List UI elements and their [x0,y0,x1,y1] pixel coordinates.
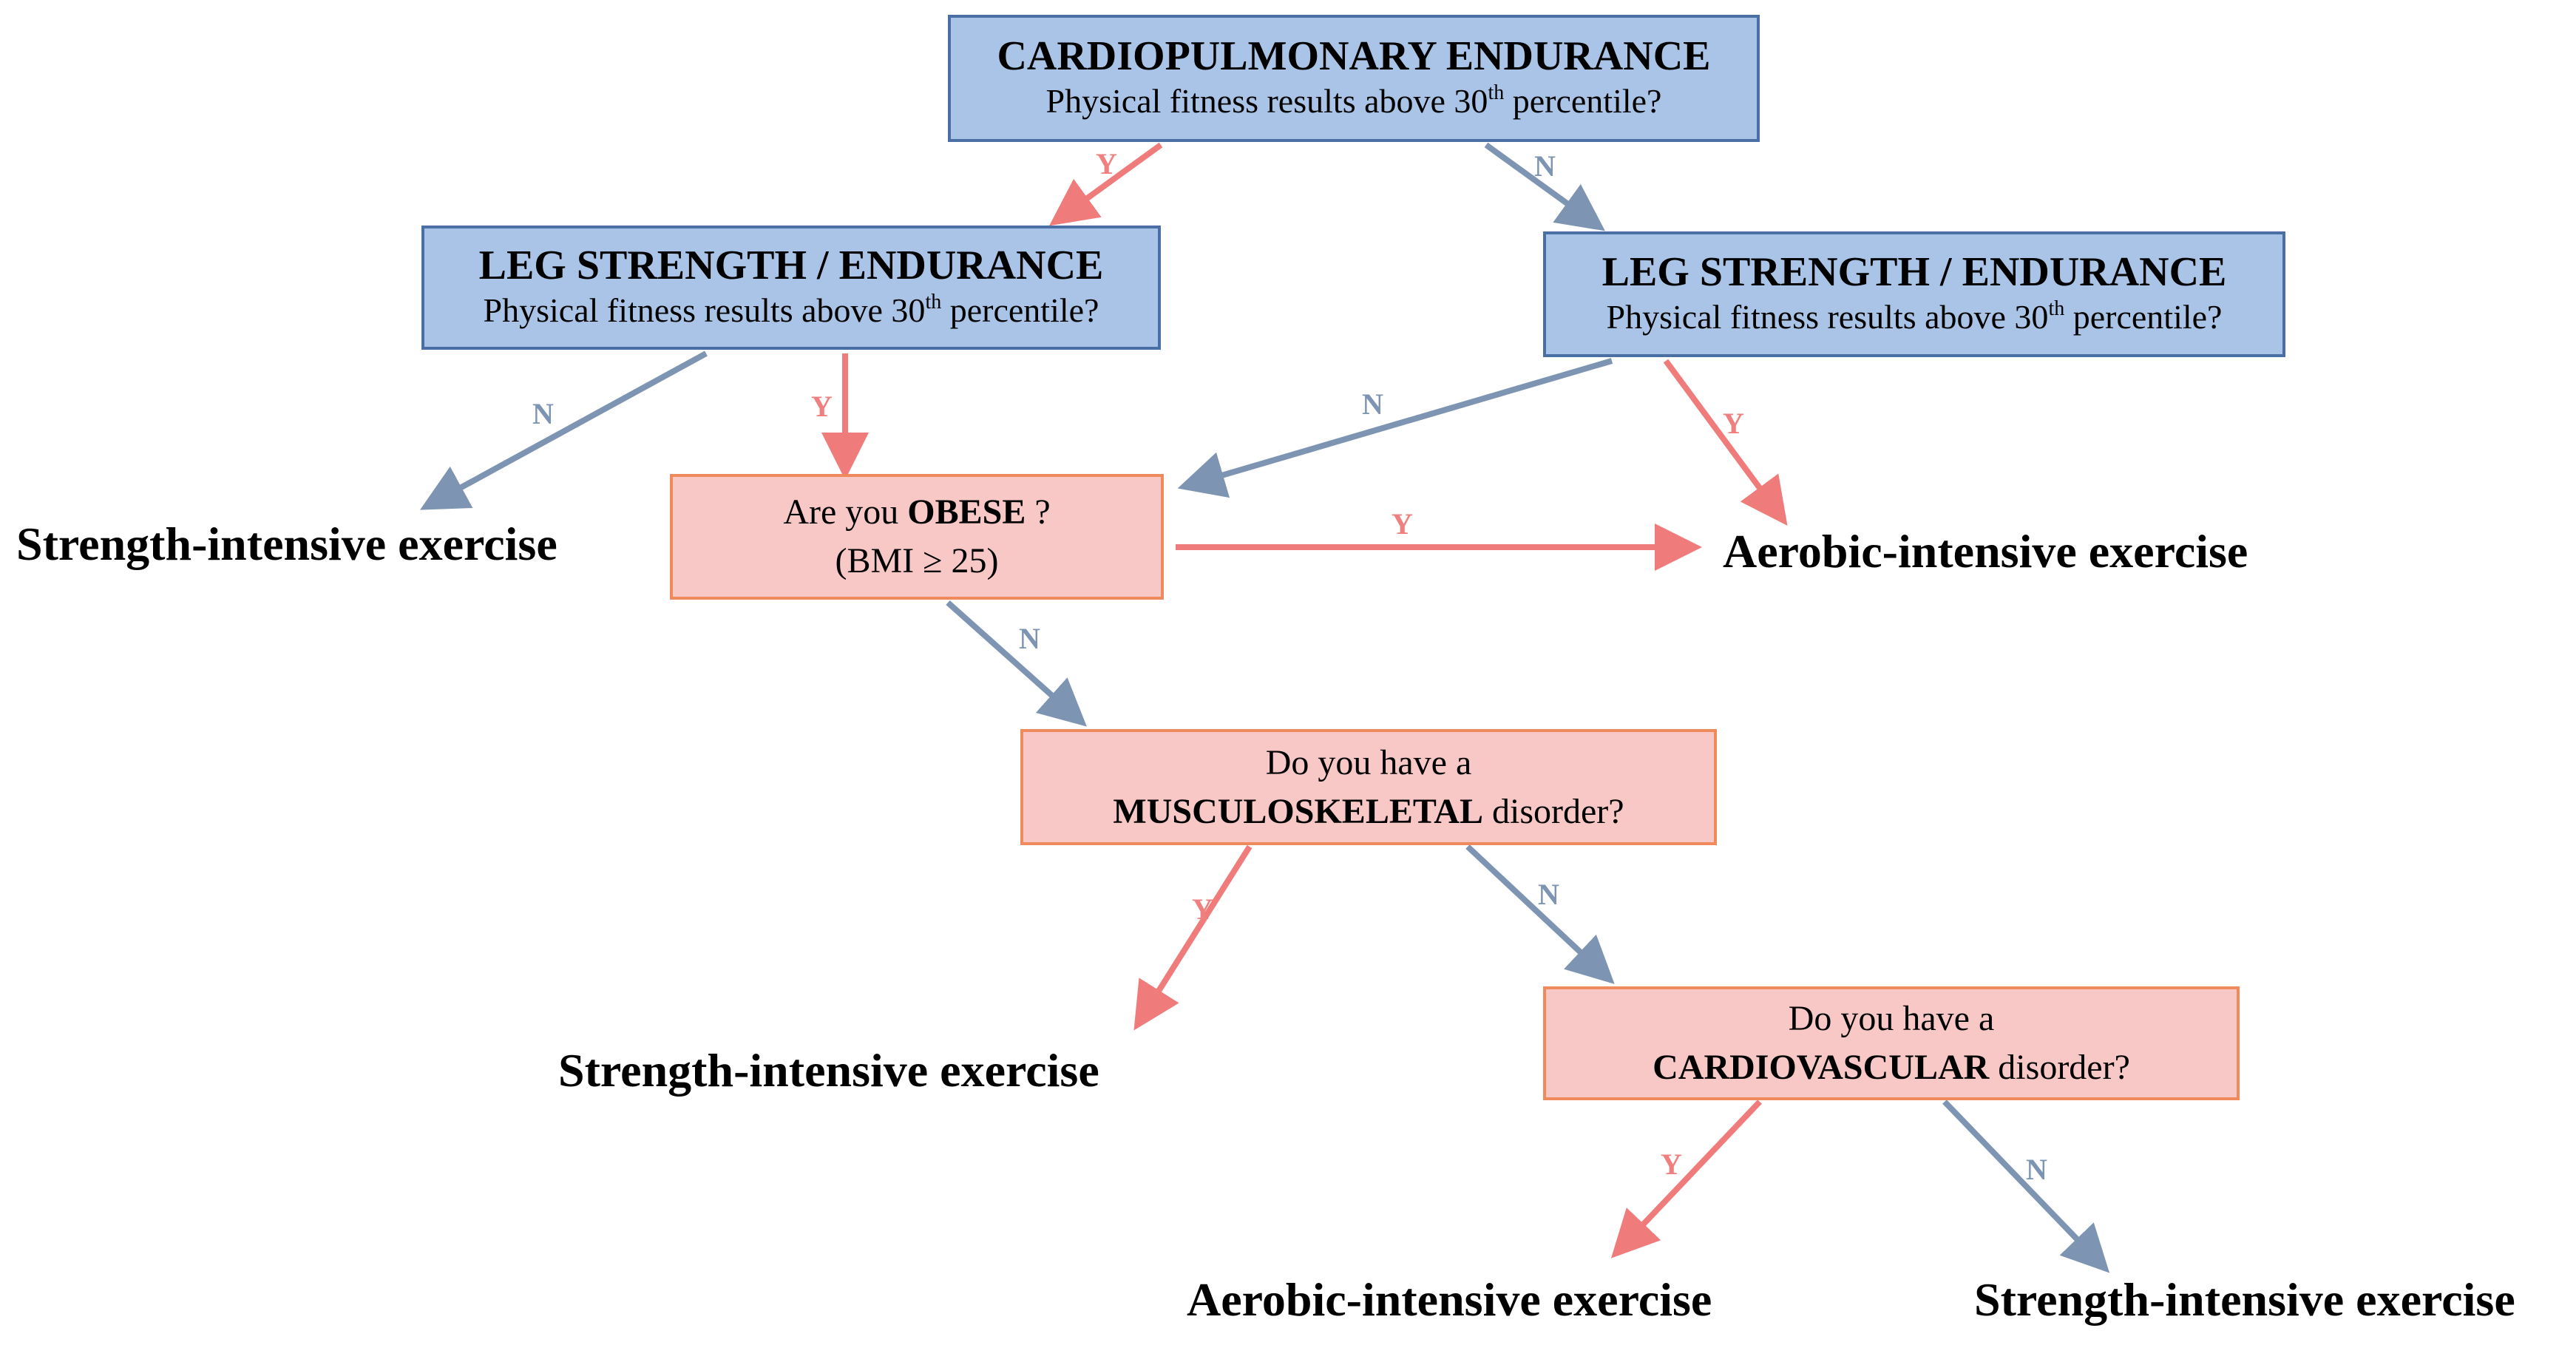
edge-label-no: N [1538,878,1559,911]
node-question-line1: Do you have a [1265,742,1472,782]
node-musculoskeletal-question: Do you have a MUSCULOSKELETAL disorder? [1020,729,1717,845]
outcome-aerobic-intensive: Aerobic-intensive exercise [1187,1273,1712,1326]
node-question: Physical fitness results above 30th perc… [483,291,1099,329]
node-title: LEG STRENGTH / ENDURANCE [1601,249,2227,295]
edge-label-no: N [532,397,554,430]
node-question: Physical fitness results above 30th perc… [1606,297,2223,336]
edge-musculo-yes [1133,844,1253,1031]
edge-label-no: N [1019,622,1040,655]
node-question-line2: MUSCULOSKELETAL disorder? [1113,791,1624,831]
edge-label-no: N [2026,1153,2047,1186]
edge-cardiovascular-yes [1610,1100,1762,1258]
outcome-strength-intensive: Strength-intensive exercise [1974,1273,2515,1326]
node-title: CARDIOPULMONARY ENDURANCE [997,33,1711,79]
edge-label-yes: Y [1661,1148,1682,1181]
edge-label-no: N [1362,387,1383,421]
edge-legright-no [1177,358,1613,498]
node-question-line2: CARDIOVASCULAR disorder? [1653,1048,2130,1087]
node-question: Physical fitness results above 30th perc… [1045,81,1662,120]
outcome-aerobic-intensive: Aerobic-intensive exercise [1723,525,2248,577]
edge-cardio-no [1484,142,1605,231]
node-leg-strength-left: LEG STRENGTH / ENDURANCE Physical fitnes… [421,226,1161,350]
edge-label-yes: Y [1096,147,1117,180]
edge-label-no: N [1534,149,1556,183]
node-title: LEG STRENGTH / ENDURANCE [478,243,1104,288]
node-leg-strength-right: LEG STRENGTH / ENDURANCE Physical fitnes… [1543,231,2285,357]
edge-label-yes: Y [1723,407,1744,440]
node-question-line1: Do you have a [1788,999,1995,1038]
outcome-strength-intensive: Strength-intensive exercise [558,1044,1099,1097]
edge-label-yes: Y [1392,507,1413,541]
edge-legleft-no [419,350,708,510]
edge-obese-no [946,600,1087,727]
edge-legright-yes [1663,359,1788,526]
outcome-strength-intensive: Strength-intensive exercise [16,518,557,570]
edge-label-yes: Y [1192,892,1213,926]
node-criterion: (BMI ≥ 25) [835,541,999,580]
edge-label-yes: Y [811,390,833,423]
node-cardiovascular-question: Do you have a CARDIOVASCULAR disorder? [1543,986,2240,1100]
node-cardiopulmonary-endurance: CARDIOPULMONARY ENDURANCE Physical fitne… [948,15,1760,142]
edge-cardio-yes [1049,142,1163,226]
edge-musculo-no [1465,844,1615,984]
node-obese-question: Are you OBESE ? (BMI ≥ 25) [670,474,1164,600]
node-question: Are you OBESE ? [783,492,1051,532]
edge-cardiovascular-no [1942,1100,2110,1273]
